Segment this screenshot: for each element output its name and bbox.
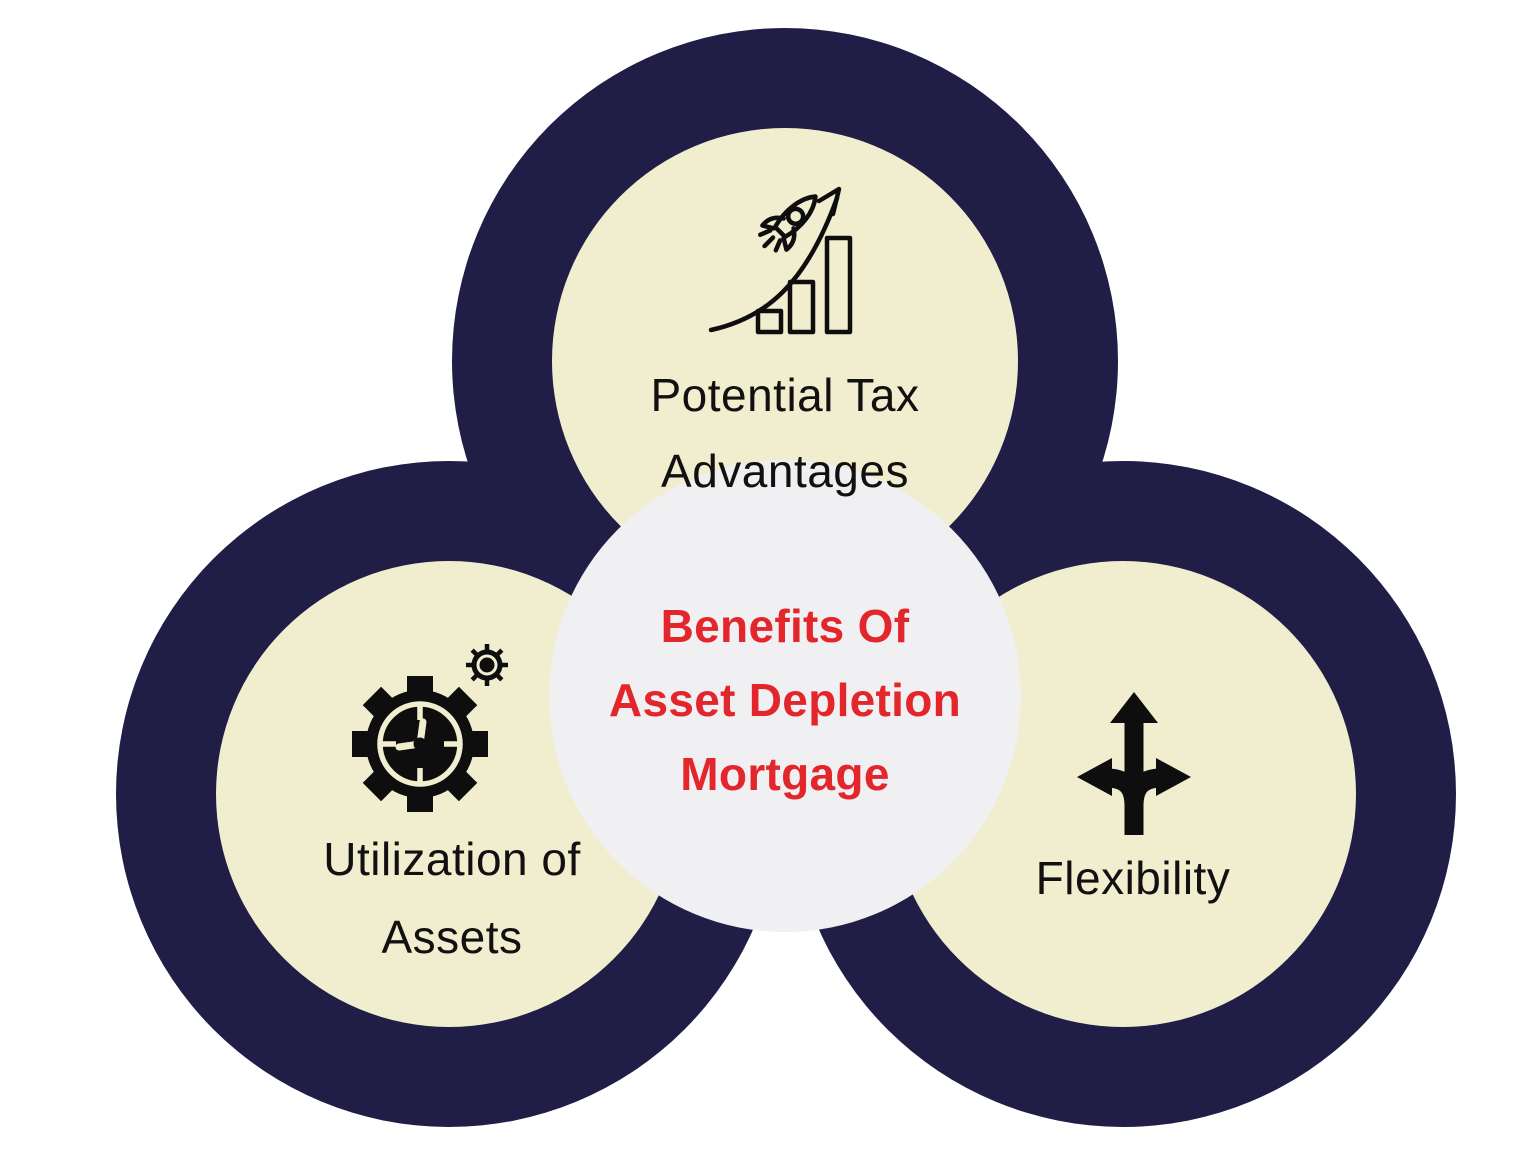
- top-label-line1: Potential Tax: [650, 369, 920, 421]
- left-label-line2: Assets: [381, 911, 523, 963]
- three-way-arrows-icon: [1074, 690, 1194, 840]
- right-circle-label: Flexibility: [883, 839, 1383, 917]
- right-label-line1: Flexibility: [1035, 852, 1231, 904]
- left-label-line1: Utilization of: [323, 833, 581, 885]
- top-circle-label: Potential Tax Advantages: [535, 357, 1035, 509]
- title-line1: Benefits Of: [660, 600, 910, 652]
- rocket-growth-chart-icon: [706, 172, 866, 345]
- top-label-line2: Advantages: [661, 445, 909, 497]
- center-circle: [549, 460, 1021, 932]
- diagram-title: Benefits Of Asset Depletion Mortgage: [555, 589, 1015, 811]
- title-line3: Mortgage: [680, 748, 890, 800]
- title-line2: Asset Depletion: [608, 674, 962, 726]
- gear-clock-icon: [348, 640, 512, 820]
- left-circle-label: Utilization of Assets: [202, 820, 702, 976]
